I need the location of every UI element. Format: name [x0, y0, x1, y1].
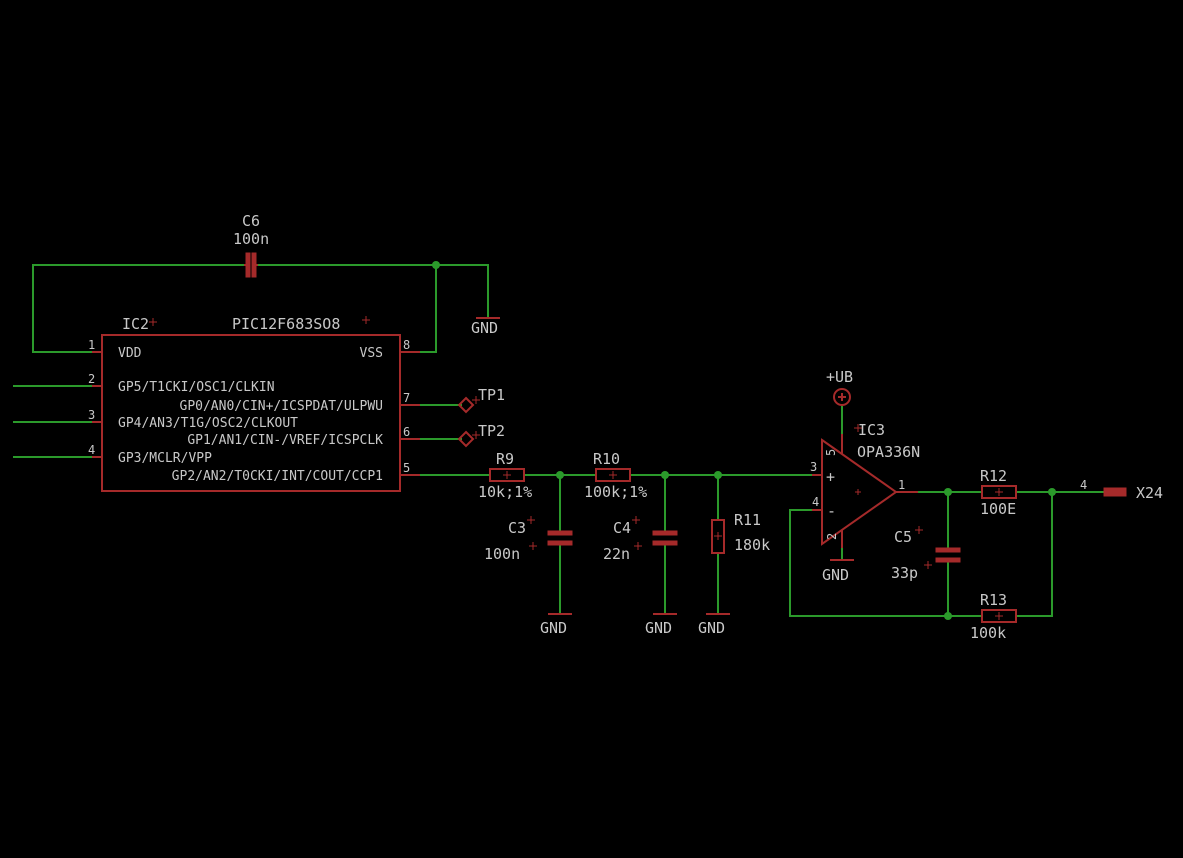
supply-ub[interactable]: +UB: [826, 368, 853, 406]
testpoint-tp1[interactable]: TP1: [457, 386, 505, 414]
r12-value: 100E: [980, 500, 1016, 518]
ic3-name: IC3: [858, 421, 885, 439]
ic2-pin-num-6: 6: [403, 425, 410, 439]
gnd-label-r11: GND: [698, 619, 725, 637]
wire-r13-right: [1016, 492, 1053, 617]
junction-c5-bot: [944, 612, 952, 620]
gnd-symbol-opamp[interactable]: GND: [822, 559, 854, 584]
c3-name: C3: [508, 519, 526, 537]
ic3-pin-num-2: 2: [825, 533, 839, 540]
gnd-symbol-c3[interactable]: GND: [540, 613, 572, 637]
c3-value: 100n: [484, 545, 520, 563]
testpoint-tp2[interactable]: TP2: [457, 422, 505, 448]
r9-name: R9: [496, 450, 514, 468]
ic2-pin-name-3: GP4/AN3/T1G/OSC2/CLKOUT: [118, 416, 298, 431]
capacitor-c4[interactable]: C4 22n: [603, 516, 678, 563]
c6-name: C6: [242, 212, 260, 230]
junction-c5-top: [944, 488, 952, 496]
ic2-pin-name-2: GP5/T1CKI/OSC1/CLKIN: [118, 380, 275, 395]
ic2-pin-name-8: VSS: [360, 346, 383, 361]
resistor-r11[interactable]: R11 180k: [711, 511, 770, 554]
resistor-r10[interactable]: R10 100k;1%: [584, 450, 647, 501]
wire-vdd-loop: [32, 264, 244, 353]
r10-name: R10: [593, 450, 620, 468]
ic2-microcontroller[interactable]: IC2 PIC12F683SO8 1 2 3 4 8 7 6 5 VDD GP5…: [88, 315, 420, 492]
gnd-symbol-c6[interactable]: GND: [471, 317, 500, 337]
ic2-pin-stubs: [92, 351, 420, 476]
ic3-pin-num-4: 4: [812, 495, 819, 509]
c6-value: 100n: [233, 230, 269, 248]
r9-value: 10k;1%: [478, 483, 532, 501]
junctions: [432, 261, 1056, 620]
capacitor-c6[interactable]: C6 100n: [233, 212, 269, 278]
tp1-name: TP1: [478, 386, 505, 404]
ic2-pin-num-1: 1: [88, 338, 95, 352]
ic3-minus-sign: -: [827, 502, 836, 520]
ic3-pin-num-1: 1: [898, 478, 905, 492]
gnd-symbol-r11[interactable]: GND: [698, 613, 730, 637]
gnd-symbol-c4[interactable]: GND: [645, 613, 677, 637]
gnd-label-c4: GND: [645, 619, 672, 637]
resistor-r9[interactable]: R9 10k;1%: [478, 450, 532, 501]
r13-name: R13: [980, 591, 1007, 609]
capacitor-c5[interactable]: C5 33p: [891, 526, 961, 582]
c5-name: C5: [894, 528, 912, 546]
supply-name: +UB: [826, 368, 853, 386]
ic3-pin-num-5: 5: [824, 449, 838, 456]
wire-feedback: [789, 509, 982, 617]
x24-pin-num: 4: [1080, 478, 1087, 492]
r11-name: R11: [734, 511, 761, 529]
junction-c6: [432, 261, 440, 269]
c5-value: 33p: [891, 564, 918, 582]
capacitor-c3[interactable]: C3 100n: [484, 516, 573, 563]
ic2-pin-num-4: 4: [88, 443, 95, 457]
gnd-label-c6: GND: [471, 319, 498, 337]
r13-value: 100k: [970, 624, 1006, 642]
ic2-pin-name-6: GP1/AN1/CIN-/VREF/ICSPCLK: [187, 433, 383, 448]
ic2-pin-name-5: GP2/AN2/T0CKI/INT/COUT/CCP1: [172, 469, 383, 484]
wire-vss-loop: [420, 265, 437, 353]
c4-value: 22n: [603, 545, 630, 563]
tp2-name: TP2: [478, 422, 505, 440]
ic2-pin-name-7: GP0/AN0/CIN+/ICSPDAT/ULPWU: [180, 399, 384, 414]
ic3-value: OPA336N: [857, 443, 920, 461]
c4-name: C4: [613, 519, 631, 537]
ic3-pin-num-3: 3: [810, 460, 817, 474]
resistor-r13[interactable]: R13 100k: [970, 591, 1017, 642]
ic2-name: IC2: [122, 315, 149, 333]
wire-c6-right: [258, 264, 489, 318]
junction-r11: [714, 471, 722, 479]
ic3-plus-sign: +: [826, 468, 835, 486]
junction-c4: [661, 471, 669, 479]
opamp-ic3[interactable]: + - 3 4 5 2 1 IC3 OPA336N: [810, 421, 920, 548]
resistor-r12[interactable]: R12 100E: [980, 467, 1017, 518]
connector-x24[interactable]: 4 X24: [1080, 478, 1163, 502]
gnd-label-c3: GND: [540, 619, 567, 637]
ic2-pin-num-8: 8: [403, 338, 410, 352]
ic2-pin-num-7: 7: [403, 391, 410, 405]
ic2-pin-name-1: VDD: [118, 346, 142, 361]
ic2-value: PIC12F683SO8: [232, 315, 340, 333]
ic2-pin-name-4: GP3/MCLR/VPP: [118, 451, 212, 466]
r11-value: 180k: [734, 536, 770, 554]
r10-value: 100k;1%: [584, 483, 647, 501]
ic2-pin-num-3: 3: [88, 408, 95, 422]
ic2-pin-num-5: 5: [403, 461, 410, 475]
gnd-label-opamp: GND: [822, 566, 849, 584]
r12-name: R12: [980, 467, 1007, 485]
junction-out: [1048, 488, 1056, 496]
x24-name: X24: [1136, 484, 1163, 502]
ic2-pin-num-2: 2: [88, 372, 95, 386]
junction-c3: [556, 471, 564, 479]
wires: [13, 264, 1104, 617]
